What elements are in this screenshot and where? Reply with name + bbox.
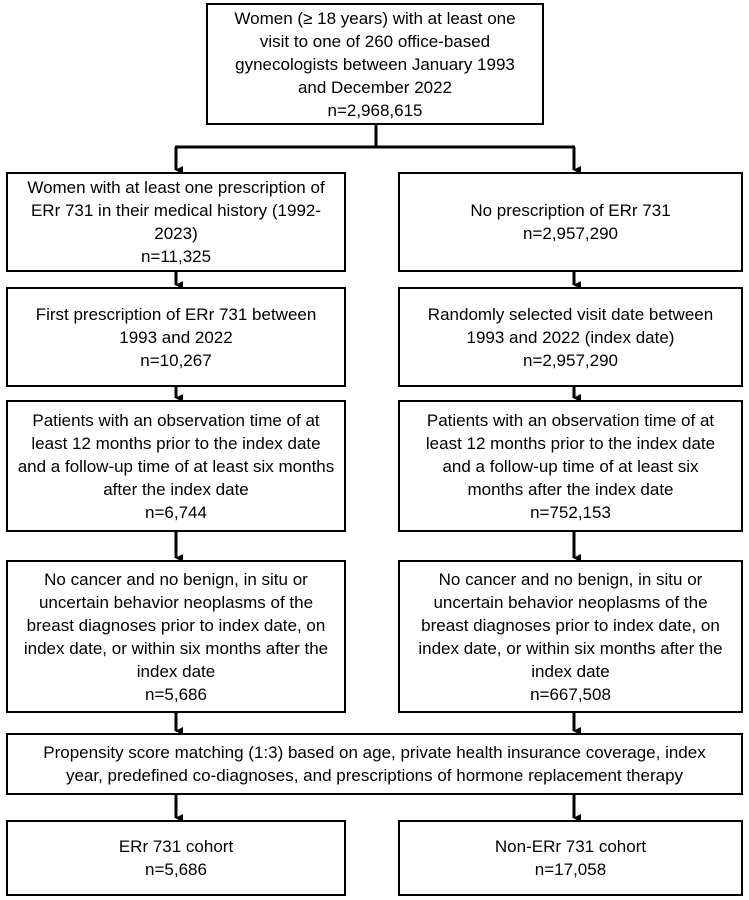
- box-line: breast diagnoses prior to index date, on: [421, 615, 720, 635]
- propensity-matching-box: Propensity score matching (1:3) based on…: [6, 733, 743, 795]
- right-step-1-box: No prescription of ERr 731 n=2,957,290: [398, 172, 743, 272]
- left-step-2-box: First prescription of ERr 731 between 19…: [6, 287, 346, 387]
- box-line: 1993 and 2022 (index date): [466, 327, 675, 347]
- box-line: gynecologists between January 1993: [235, 54, 515, 74]
- box-line: No cancer and no benign, in situ or: [44, 569, 308, 589]
- box-line: and a follow-up time of at least six: [442, 456, 699, 476]
- box-count: n=5,686: [145, 684, 207, 704]
- box-line: months after the index date: [467, 479, 674, 499]
- right-step-4-box: No cancer and no benign, in situ or unce…: [398, 560, 743, 713]
- box-line: Propensity score matching (1:3) based on…: [43, 743, 706, 762]
- right-step-2-box: Randomly selected visit date between 199…: [398, 287, 743, 387]
- box-count: n=667,508: [530, 684, 611, 704]
- box-line: index date: [531, 661, 610, 681]
- box-line: uncertain behavior neoplasms of the: [433, 592, 708, 612]
- box-line: First prescription of ERr 731 between: [35, 304, 317, 324]
- box-line: Non-ERr 731 cohort: [494, 837, 647, 856]
- box-line: least 12 months prior to the index date: [425, 433, 716, 453]
- box-line: and a follow-up time of at least six mon…: [17, 456, 335, 476]
- box-line: 1993 and 2022: [119, 327, 233, 347]
- box-line: year, predefined co-diagnoses, and presc…: [65, 766, 684, 785]
- box-line: breast diagnoses prior to index date, on: [26, 615, 326, 635]
- box-line: Randomly selected visit date between: [427, 304, 714, 324]
- source-population-box: Women (≥ 18 years) with at least one vis…: [206, 3, 544, 125]
- box-line: ERr 731 in their medical history (1992-: [30, 201, 322, 220]
- left-step-1-box: Women with at least one prescription of …: [6, 172, 346, 272]
- err731-cohort-box: ERr 731 cohort n=5,686: [6, 820, 346, 896]
- box-line: uncertain behavior neoplasms of the: [38, 592, 314, 612]
- box-count: n=2,957,290: [522, 350, 618, 370]
- box-line: Patients with an observation time of at: [426, 410, 715, 430]
- box-line: least 12 months prior to the index date: [31, 433, 321, 453]
- box-line: after the index date: [103, 479, 249, 499]
- box-line: ERr 731 cohort: [118, 837, 234, 856]
- box-line: Patients with an observation time of at: [32, 410, 320, 430]
- box-count: n=10,267: [140, 350, 212, 370]
- box-count: n=11,325: [140, 247, 212, 266]
- box-count: n=752,153: [530, 502, 611, 522]
- non-err731-cohort-box: Non-ERr 731 cohort n=17,058: [398, 820, 743, 896]
- left-step-4-box: No cancer and no benign, in situ or unce…: [6, 560, 346, 713]
- box-line: Women (≥ 18 years) with at least one: [234, 8, 516, 28]
- box-count: n=5,686: [145, 860, 207, 879]
- box-line: index date, or within six months after t…: [418, 638, 723, 658]
- box-count: n=6,744: [145, 502, 207, 522]
- box-line: No cancer and no benign, in situ or: [438, 569, 703, 589]
- box-line: 2023): [154, 224, 198, 243]
- box-count: n=2,968,615: [327, 100, 423, 120]
- box-count: n=2,957,290: [522, 224, 618, 243]
- box-line: and December 2022: [297, 77, 453, 97]
- box-line: index date: [136, 661, 216, 681]
- box-line: index date, or within six months after t…: [23, 638, 329, 658]
- box-count: n=17,058: [534, 860, 607, 879]
- right-step-3-box: Patients with an observation time of at …: [398, 400, 743, 532]
- left-step-3-box: Patients with an observation time of at …: [6, 400, 346, 532]
- box-line: visit to one of 260 office-based: [259, 31, 491, 51]
- box-line: Women with at least one prescription of: [27, 178, 325, 197]
- box-line: No prescription of ERr 731: [470, 201, 671, 220]
